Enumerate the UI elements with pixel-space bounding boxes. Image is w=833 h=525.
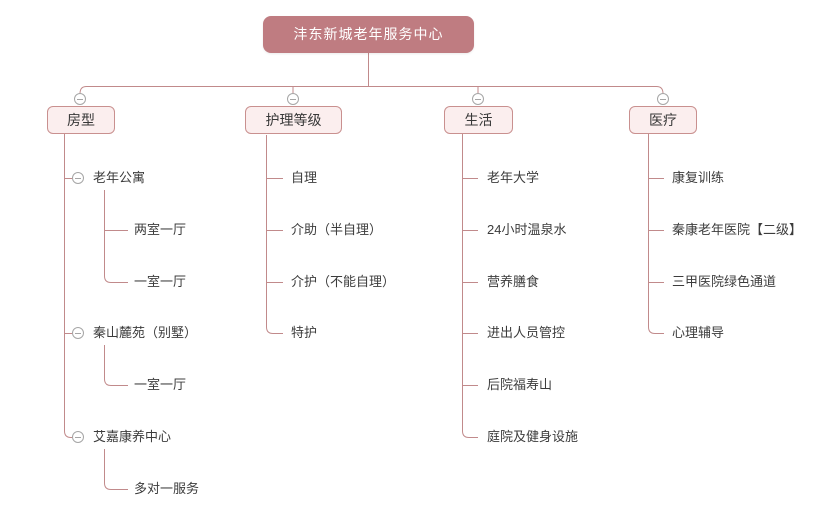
collapse-icon[interactable] bbox=[72, 431, 84, 443]
collapse-icon[interactable] bbox=[287, 93, 299, 105]
tree-node[interactable]: 老年大学 bbox=[487, 170, 540, 185]
collapse-icon[interactable] bbox=[472, 93, 484, 105]
root-node[interactable]: 沣东新城老年服务中心 bbox=[263, 16, 474, 53]
branch-node-medical[interactable]: 医疗 bbox=[629, 106, 697, 134]
tree-node[interactable]: 介护（不能自理） bbox=[291, 274, 396, 289]
tree-node[interactable]: 艾嘉康养中心 bbox=[93, 429, 172, 444]
tree-node[interactable]: 心理辅导 bbox=[672, 325, 725, 340]
tree-node[interactable]: 特护 bbox=[291, 325, 318, 340]
tree-node[interactable]: 康复训练 bbox=[672, 170, 725, 185]
tree-node[interactable]: 进出人员管控 bbox=[487, 325, 566, 340]
collapse-icon[interactable] bbox=[74, 93, 86, 105]
minus-icon bbox=[75, 332, 81, 334]
minus-icon bbox=[77, 98, 83, 100]
collapse-icon[interactable] bbox=[657, 93, 669, 105]
tree-node[interactable]: 两室一厅 bbox=[134, 222, 187, 237]
tree-node[interactable]: 自理 bbox=[291, 170, 318, 185]
branch-node-roomtypes[interactable]: 房型 bbox=[47, 106, 115, 134]
tree-node[interactable]: 老年公寓 bbox=[93, 170, 146, 185]
minus-icon bbox=[75, 177, 81, 179]
tree-node[interactable]: 营养膳食 bbox=[487, 274, 540, 289]
tree-node[interactable]: 三甲医院绿色通道 bbox=[672, 274, 777, 289]
tree-node[interactable]: 多对一服务 bbox=[134, 481, 200, 496]
tree-node[interactable]: 秦山麓苑（别墅） bbox=[93, 325, 198, 340]
minus-icon bbox=[75, 436, 81, 438]
tree-node[interactable]: 一室一厅 bbox=[134, 274, 187, 289]
tree-node[interactable]: 介助（半自理） bbox=[291, 222, 383, 237]
tree-node[interactable]: 后院福寿山 bbox=[487, 377, 553, 392]
tree-node[interactable]: 24小时温泉水 bbox=[487, 222, 567, 237]
tree-node[interactable]: 庭院及健身设施 bbox=[487, 429, 579, 444]
minus-icon bbox=[290, 98, 296, 100]
minus-icon bbox=[475, 98, 481, 100]
collapse-icon[interactable] bbox=[72, 327, 84, 339]
tree-node[interactable]: 秦康老年医院【二级】 bbox=[672, 222, 803, 237]
branch-node-living[interactable]: 生活 bbox=[444, 106, 513, 134]
branch-node-carelevels[interactable]: 护理等级 bbox=[245, 106, 342, 134]
minus-icon bbox=[660, 98, 666, 100]
collapse-icon[interactable] bbox=[72, 172, 84, 184]
tree-node[interactable]: 一室一厅 bbox=[134, 377, 187, 392]
